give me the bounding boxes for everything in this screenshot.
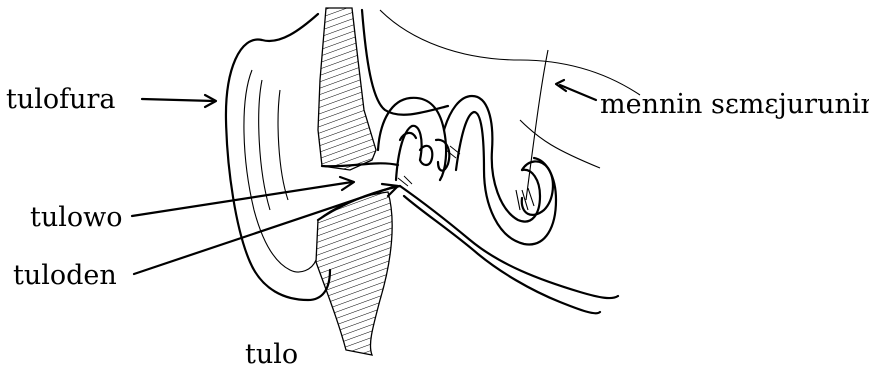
label-tulo: tulo — [245, 341, 298, 368]
label-tuloden: tuloden — [13, 262, 117, 289]
upper-canal-tissue — [318, 8, 376, 170]
pinna-outline — [226, 14, 330, 300]
inner-ear — [400, 96, 618, 313]
label-tulofura: tulofura — [6, 86, 116, 113]
middle-ear — [378, 98, 460, 186]
lower-canal-tissue — [316, 192, 392, 355]
nerve-lines — [516, 50, 600, 210]
label-tulowo: tulowo — [30, 204, 123, 231]
label-hearing-nerve: mennin sεmεjurunin — [600, 91, 869, 118]
head-contour — [380, 10, 640, 95]
